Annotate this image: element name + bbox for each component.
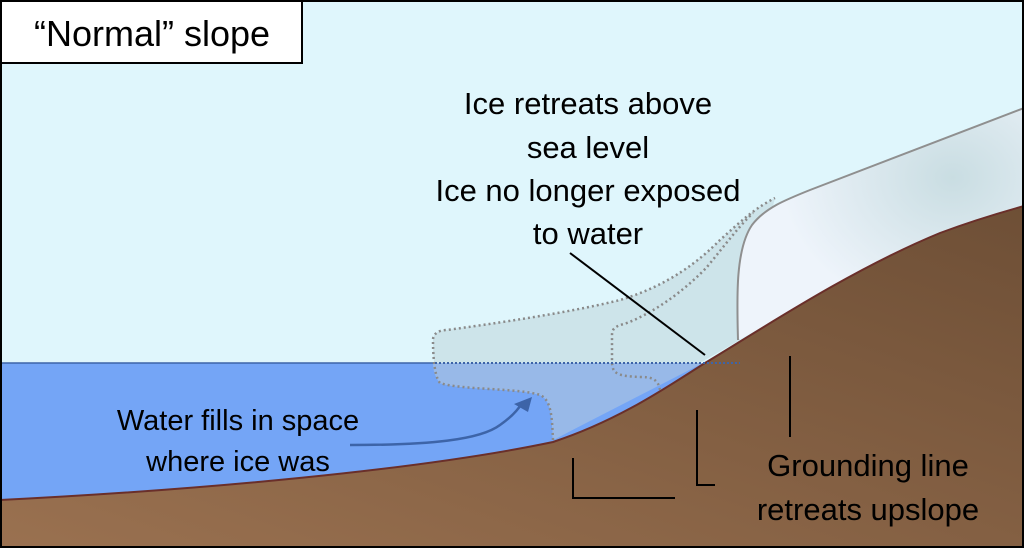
grounding-line-label: Grounding line retreats upslope [757,448,979,527]
former-ice-below [433,362,740,440]
grounding-pointer-3 [572,458,675,499]
bedrock-slope [0,204,1024,548]
page-title: “Normal” slope [34,13,270,54]
label-line: where ice was [145,446,330,478]
arrow-head-icon [514,397,532,412]
label-line: Ice no longer exposed [435,173,740,208]
former-ice-outline [431,196,776,441]
water-fills-label: Water fills in space where ice was [117,405,359,478]
title-box [0,0,303,64]
ice-retreat-label: Ice retreats above sea level Ice no long… [435,86,740,251]
intermediate-ice-outline [610,212,754,391]
label-line: retreats upslope [757,492,979,527]
label-line: to water [533,216,643,251]
label-line: Water fills in space [117,405,359,437]
label-line: Ice retreats above [464,86,712,121]
label-line: sea level [527,130,649,165]
ice-sheet [737,108,1024,340]
water-fill-arrow [349,402,524,447]
label-line: Grounding line [767,448,969,483]
ice-retreat-pointer [569,252,706,356]
grounding-pointer-2 [696,410,715,486]
